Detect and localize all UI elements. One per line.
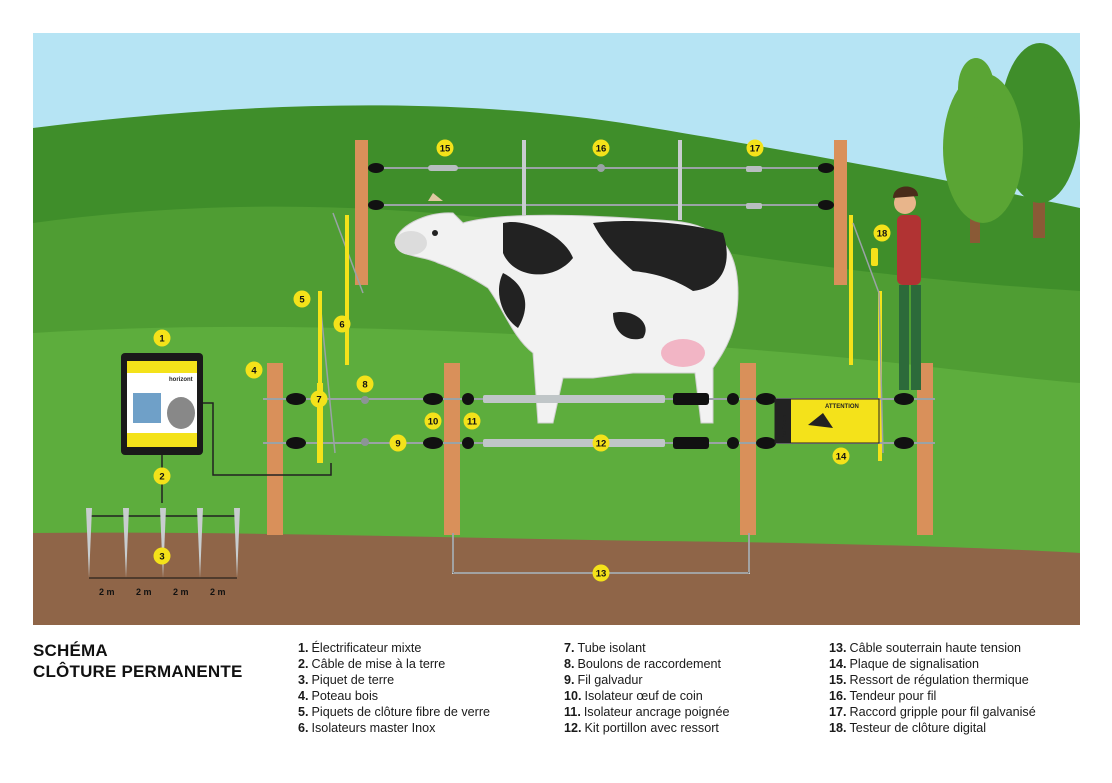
legend-item: 4.Poteau bois	[298, 688, 379, 703]
gate-tube	[483, 395, 665, 403]
legend-item: 17.Raccord gripple pour fil galvanisé	[829, 704, 1036, 719]
callout-badges: 1 2 3 4 5 6 7 8 9 10 11 12 13 14 15 16 1…	[153, 139, 891, 582]
badge-15: 15	[436, 139, 454, 157]
legend-item: 14.Plaque de signalisation	[829, 656, 980, 671]
legend-item: 15.Ressort de régulation thermique	[829, 672, 1029, 687]
sign-text: ATTENTION	[825, 404, 859, 410]
legend-item: 18.Testeur de clôture digital	[829, 720, 987, 735]
svg-text:17: 17	[750, 144, 761, 155]
legend-item: 3.Piquet de terre	[298, 672, 395, 687]
svg-text:4: 4	[251, 366, 257, 377]
title-line-1: SCHÉMA	[33, 641, 108, 660]
svg-text:6: 6	[339, 320, 344, 331]
badge-8: 8	[356, 375, 374, 393]
energizer: horizont	[121, 353, 203, 455]
badge-18: 18	[873, 224, 891, 242]
legend-item: 6.Isolateurs master Inox	[298, 720, 436, 735]
wooden-post	[444, 363, 460, 535]
wooden-post	[267, 363, 283, 535]
legend-item: 10.Isolateur œuf de coin	[564, 688, 703, 703]
legend-item: 5.Piquets de clôture fibre de verre	[298, 704, 491, 719]
gate-handle	[673, 393, 709, 405]
badge-4: 4	[245, 361, 263, 379]
fence-scene: horizont ATTENTION horizont 2 m 2 m 2 m …	[33, 33, 1080, 625]
wooden-post	[917, 363, 933, 535]
legend-item: 13.Câble souterrain haute tension	[829, 641, 1022, 655]
svg-text:16: 16	[596, 144, 607, 155]
legend-item: 2.Câble de mise à la terre	[298, 656, 446, 671]
badge-9: 9	[389, 434, 407, 452]
legend-item: 1.Électrificateur mixte	[298, 641, 422, 655]
svg-text:3: 3	[159, 552, 164, 563]
badge-12: 12	[592, 434, 610, 452]
ground-rods	[86, 508, 240, 578]
warning-sign: horizont ATTENTION	[774, 398, 880, 444]
gate-handle	[673, 437, 709, 449]
badge-11: 11	[463, 412, 481, 430]
legend-item: 8.Boulons de raccordement	[564, 656, 722, 671]
legend-item: 16.Tendeur pour fil	[829, 688, 937, 703]
earth-wire	[203, 402, 332, 476]
badge-5: 5	[293, 290, 311, 308]
front-posts	[267, 363, 933, 535]
svg-text:10: 10	[428, 417, 439, 428]
badge-10: 10	[424, 412, 442, 430]
svg-text:14: 14	[836, 452, 847, 463]
legend-column-3: 13.Câble souterrain haute tension 14.Pla…	[829, 641, 1036, 736]
energizer-brand: horizont	[169, 377, 193, 383]
badge-13: 13	[592, 564, 610, 582]
soil-ground	[33, 532, 1080, 625]
badge-16: 16	[592, 139, 610, 157]
farmer-illustration	[871, 186, 921, 390]
svg-text:5: 5	[299, 295, 305, 306]
dimension-label: 2 m	[173, 587, 189, 597]
svg-text:11: 11	[467, 417, 478, 428]
svg-text:9: 9	[395, 439, 400, 450]
gate-tube	[483, 439, 665, 447]
badge-6: 6	[333, 315, 351, 333]
svg-text:1: 1	[159, 334, 165, 345]
legend-column-1: 1.Électrificateur mixte 2.Câble de mise …	[298, 641, 490, 736]
badge-3: 3	[153, 547, 171, 565]
svg-text:12: 12	[596, 439, 607, 450]
legend-item: 9.Fil galvadur	[564, 672, 643, 687]
svg-text:8: 8	[362, 380, 367, 391]
legend-title: SCHÉMA CLÔTURE PERMANENTE	[33, 640, 243, 682]
cow-illustration	[394, 193, 739, 424]
legend-item: 12.Kit portillon avec ressort	[564, 720, 719, 735]
legend-item: 11.Isolateur ancrage poignée	[564, 704, 730, 719]
badge-14: 14	[832, 447, 850, 465]
svg-text:2: 2	[159, 472, 164, 483]
dimension-label: 2 m	[210, 587, 226, 597]
dimension-label: 2 m	[136, 587, 152, 597]
legend-item: 7.Tube isolant	[564, 641, 646, 655]
legend-column-2: 7.Tube isolant 8.Boulons de raccordement…	[564, 641, 729, 736]
svg-text:13: 13	[596, 569, 607, 580]
wooden-post	[740, 363, 756, 535]
sign-brand: horizont	[782, 414, 788, 438]
svg-text:7: 7	[316, 395, 321, 406]
badge-17: 17	[746, 139, 764, 157]
dimension-label: 2 m	[99, 587, 115, 597]
svg-text:18: 18	[877, 229, 888, 240]
trees	[943, 43, 1080, 243]
spacing-dimensions: 2 m 2 m 2 m 2 m	[89, 577, 237, 597]
badge-1: 1	[153, 329, 171, 347]
badge-2: 2	[153, 467, 171, 485]
back-fence	[355, 140, 847, 285]
fibre-stakes	[318, 212, 884, 461]
svg-text:15: 15	[440, 144, 451, 155]
title-line-2: CLÔTURE PERMANENTE	[33, 662, 243, 681]
badge-7: 7	[310, 390, 328, 408]
